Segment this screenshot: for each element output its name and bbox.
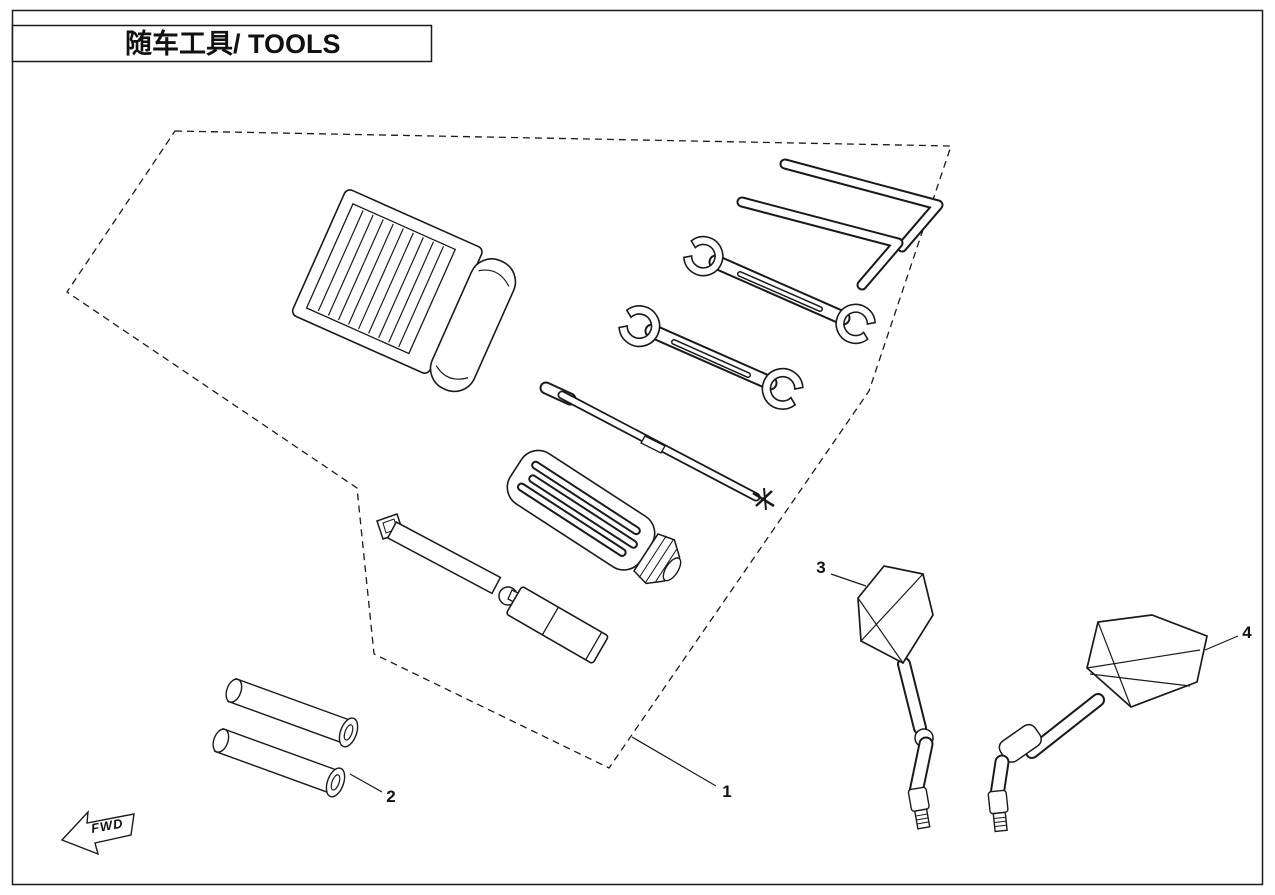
page-title: 随车工具/ TOOLS bbox=[125, 28, 341, 59]
hex-key-1-icon bbox=[779, 158, 944, 253]
page-border bbox=[11, 9, 1264, 886]
fwd-arrow-icon bbox=[60, 810, 135, 856]
leader-line-3 bbox=[830, 573, 867, 587]
grip-set-icon bbox=[208, 673, 362, 800]
leader-line-4 bbox=[1204, 635, 1239, 651]
leader-line-1 bbox=[631, 736, 717, 787]
callout-3: 3 bbox=[816, 558, 867, 587]
wrench-2-icon bbox=[613, 299, 809, 416]
part-number-1: 1 bbox=[722, 782, 731, 801]
leader-line-2 bbox=[349, 773, 383, 793]
part-number-2: 2 bbox=[386, 787, 395, 806]
fwd-arrow: FWD bbox=[60, 810, 135, 856]
part-number-4: 4 bbox=[1242, 623, 1252, 642]
spark-plug-wrench-icon bbox=[376, 513, 609, 664]
part-number-3: 3 bbox=[816, 558, 825, 577]
callout-4: 4 bbox=[1204, 623, 1252, 651]
fwd-label: FWD bbox=[90, 816, 125, 836]
title-box: 随车工具/ TOOLS bbox=[11, 24, 433, 63]
callout-1: 1 bbox=[631, 736, 732, 801]
callout-2: 2 bbox=[349, 773, 396, 806]
tool-pouch-icon bbox=[291, 189, 517, 393]
hex-key-2-icon bbox=[736, 196, 904, 291]
mirror-4-icon bbox=[987, 614, 1208, 833]
screwdriver-shaft-icon bbox=[539, 381, 775, 511]
wrench-1-icon bbox=[678, 230, 881, 350]
mirror-3-icon bbox=[857, 565, 934, 831]
screwdriver-handle-icon bbox=[506, 449, 682, 585]
kit-boundary bbox=[66, 130, 952, 769]
